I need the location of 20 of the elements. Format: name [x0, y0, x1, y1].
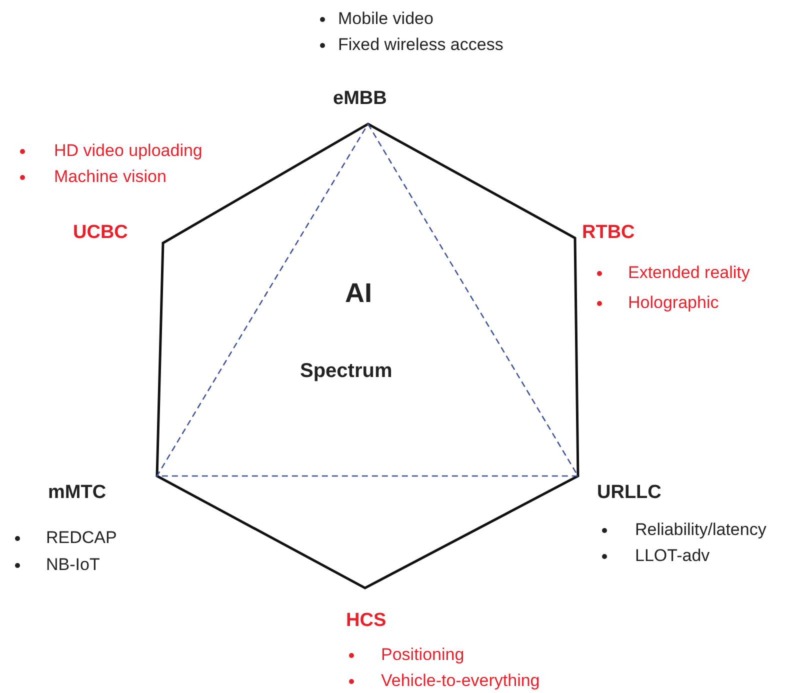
bullet-item-text: Mobile video — [338, 9, 434, 29]
bullet-item-text: Positioning — [381, 645, 464, 665]
bullet-item-text: Holographic — [628, 293, 719, 313]
bullet-item-text: Reliability/latency — [635, 520, 766, 540]
bullet-item-text: Fixed wireless access — [338, 35, 504, 55]
bullet-item-text: Machine vision — [54, 167, 166, 187]
center-title: AI — [345, 278, 372, 309]
bullet-item-text: HD video uploading — [54, 141, 202, 161]
vertex-label: UCBC — [73, 223, 128, 243]
bullet-item-text: Extended reality — [628, 263, 750, 283]
vertex-label: URLLC — [597, 483, 662, 503]
vertex-label: HCS — [346, 611, 386, 631]
bullet-item-text: NB-IoT — [46, 555, 100, 575]
vertex-label: RTBC — [582, 223, 635, 243]
bullet-item-text: Vehicle-to-everything — [381, 671, 540, 691]
vertex-label: eMBB — [333, 89, 387, 109]
vertex-label: mMTC — [48, 483, 106, 503]
bullet-item-text: REDCAP — [46, 528, 117, 548]
bullet-item-text: LLOT-adv — [635, 546, 710, 566]
center-subtitle: Spectrum — [300, 360, 392, 383]
